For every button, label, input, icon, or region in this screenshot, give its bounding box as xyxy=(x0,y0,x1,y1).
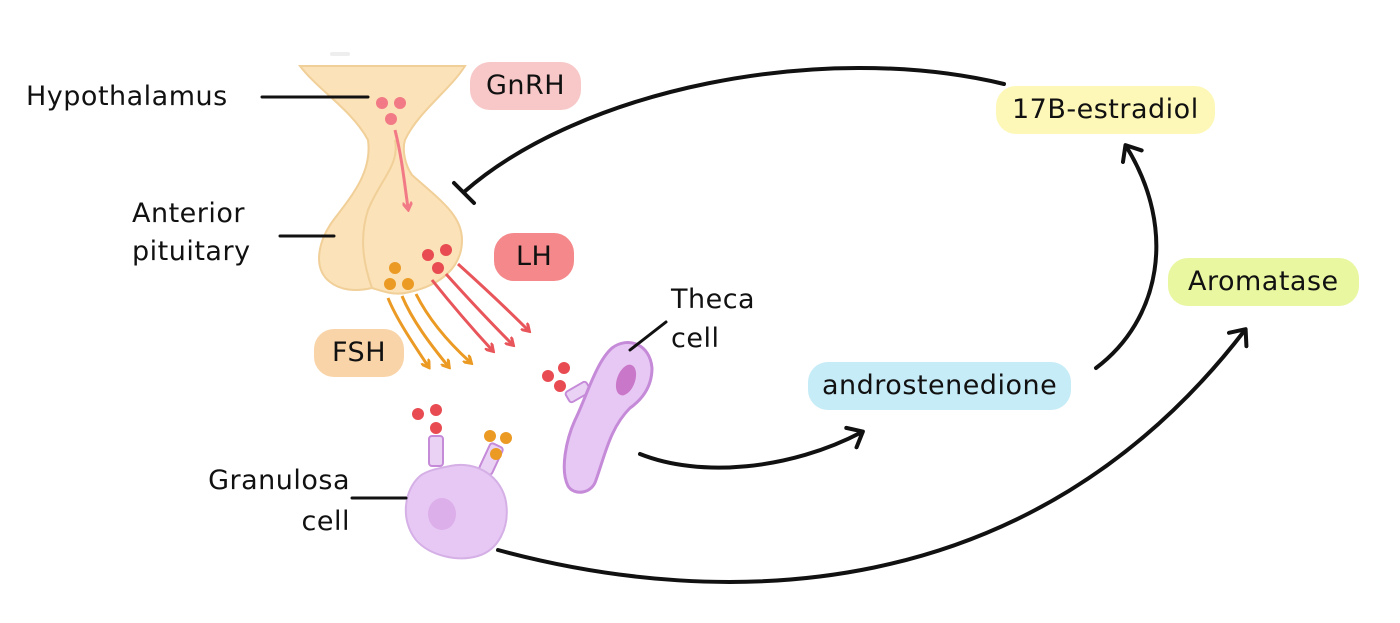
estradiol-badge: 17B-estradiol xyxy=(996,86,1215,134)
theca-to-androstenedione-arrow xyxy=(638,425,865,470)
androstenedione-to-estradiol-arrow xyxy=(1094,143,1159,370)
anterior-pituitary-label-line2: pituitary xyxy=(132,236,251,267)
pituitary-gland xyxy=(297,52,467,295)
gnrh-release-arrow xyxy=(393,129,408,208)
gnrh-molecules xyxy=(376,97,406,125)
granulosa-cell xyxy=(404,404,512,560)
aromatase-badge: Aromatase xyxy=(1168,258,1359,306)
lh-release-arrows xyxy=(430,262,528,350)
androstenedione-badge: androstenedione xyxy=(808,362,1072,410)
estradiol-negative-feedback-line xyxy=(462,65,1006,194)
gnrh-badge: GnRH xyxy=(470,62,582,110)
label-pointers xyxy=(260,95,668,500)
fsh-release-arrows xyxy=(386,293,470,366)
anterior-pituitary-label-line1: Anterior xyxy=(132,198,246,229)
fsh-molecules xyxy=(384,262,414,290)
granulosa-to-aromatase-arrow xyxy=(496,327,1249,584)
theca-cell xyxy=(542,341,654,494)
hypothalamus-label: Hypothalamus xyxy=(26,81,228,112)
lh-badge: LH xyxy=(494,233,575,281)
fsh-badge: FSH xyxy=(314,329,404,377)
theca-cell-label-line2: cell xyxy=(671,323,720,354)
granulosa-cell-label-line2: cell xyxy=(301,506,350,537)
theca-cell-label-line1: Theca xyxy=(671,284,756,315)
negative-feedback-bar xyxy=(452,181,476,205)
lh-molecules xyxy=(422,244,452,274)
granulosa-cell-label-line1: Granulosa xyxy=(208,465,350,496)
